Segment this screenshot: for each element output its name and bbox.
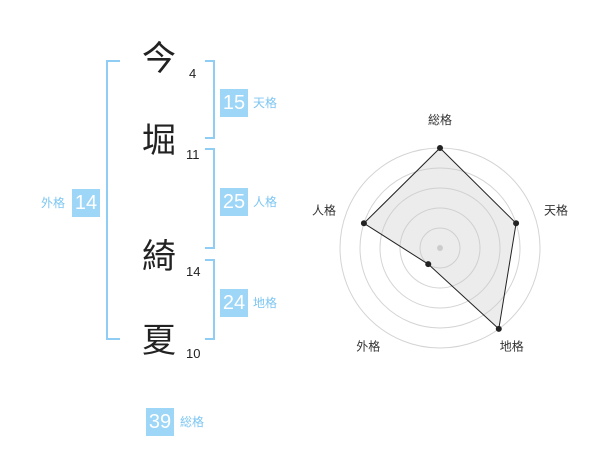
radar-axis-label-2: 地格 <box>500 339 524 354</box>
radar-point-3 <box>425 261 432 268</box>
radar-ring-3 <box>379 187 501 309</box>
radar-point-4 <box>360 220 367 227</box>
radar-axis-label-3: 外格 <box>356 339 380 354</box>
radar-ring-4 <box>359 167 521 329</box>
jin-label: 人格 <box>253 195 278 209</box>
chi-value-badge: 24 <box>220 289 248 317</box>
gai-value-badge: 14 <box>72 189 100 217</box>
total-value-badge: 39 <box>146 408 174 436</box>
radar-ring-2 <box>399 207 481 289</box>
radar-point-1 <box>513 220 520 227</box>
name-char-1: 今 <box>142 39 176 79</box>
stroke-count-2: 11 <box>186 147 200 162</box>
name-char-4: 夏 <box>142 321 176 361</box>
radar-ring-1 <box>419 227 461 269</box>
stroke-count-3: 14 <box>186 264 201 279</box>
radar-point-0 <box>437 145 443 151</box>
ten-value-badge: 15 <box>220 89 248 117</box>
stroke-count-4: 10 <box>186 346 201 361</box>
outer-bracket <box>106 60 120 340</box>
jin-value-badge: 25 <box>220 188 248 216</box>
name-char-2: 堀 <box>142 121 176 161</box>
jin-bracket <box>205 148 215 249</box>
name-char-3: 綺 <box>142 237 176 277</box>
stroke-count-1: 4 <box>189 66 197 81</box>
radar-axis-label-1: 天格 <box>544 202 568 217</box>
radar-axis-label-0: 総格 <box>428 112 452 127</box>
gai-label: 外格 <box>41 196 66 210</box>
total-label: 総格 <box>180 415 205 429</box>
ten-label: 天格 <box>253 96 278 110</box>
ten-bracket <box>205 60 215 139</box>
radar-center <box>437 245 443 251</box>
radar-series-polygon <box>363 147 517 330</box>
chi-bracket <box>205 259 215 340</box>
radar-axis-label-4: 人格 <box>312 202 336 217</box>
chi-label: 地格 <box>253 296 278 310</box>
radar-point-2 <box>495 325 502 332</box>
